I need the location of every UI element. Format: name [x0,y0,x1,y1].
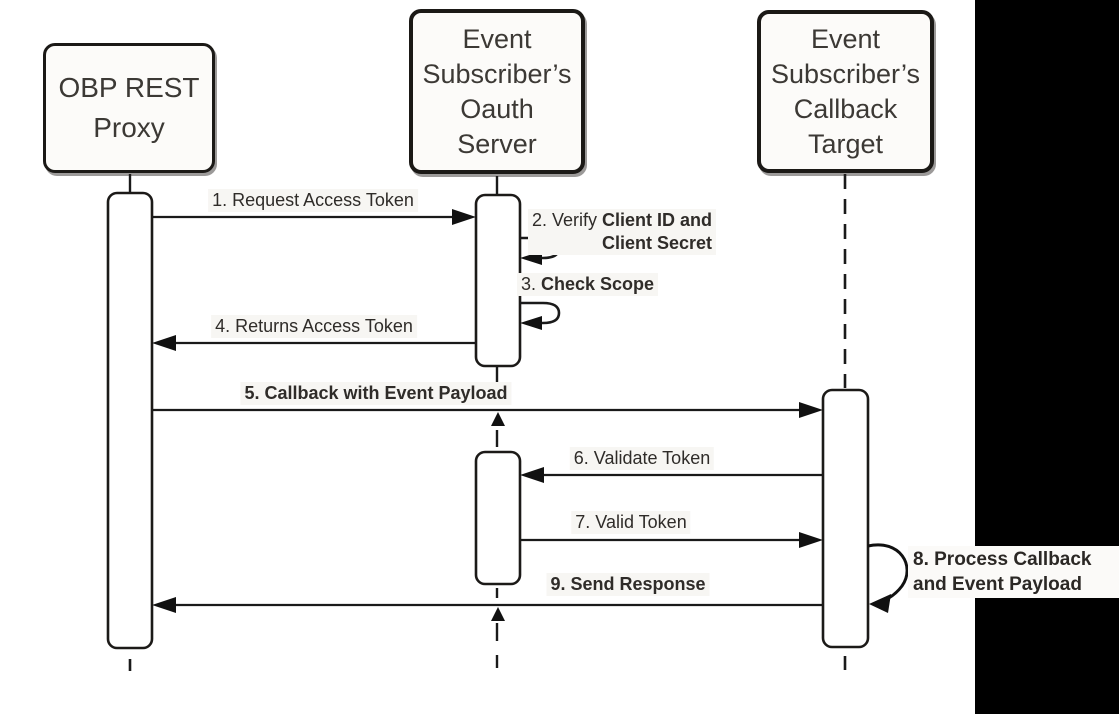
message-label-2-prefix: 2. Verify [532,210,603,230]
lifeline-cross-up-arrow-icon [491,412,505,426]
arrowhead-left-icon [869,594,891,613]
actor-label-line: Event [462,23,532,54]
activation-bar-callback [821,388,870,649]
message-label-6: 6. Validate Token [569,447,715,470]
arrowhead-left-icon [520,467,544,483]
activation-bar-proxy [106,191,154,650]
arrowhead-right-icon [799,532,823,548]
actor-label-line: Callback [793,93,898,124]
lifeline-cross-up-arrow-icon [491,607,505,621]
activation-bar-oauth-2 [474,450,522,586]
message-8-label-band: 8. Process Callback and Event Payload [908,546,1119,598]
arrowhead-left-icon [152,335,176,351]
self-message-arc-8 [867,543,909,605]
arrowhead-left-icon [152,597,176,613]
actor-label-line: Target [807,128,884,159]
message-label-8-line1: 8. Process Callback [913,549,1092,570]
arrowhead-left-icon [520,316,542,330]
self-message-loop-3 [520,301,561,325]
actor-label-line: OBP REST [58,72,200,103]
actor-box-obp-rest-proxy: OBP REST Proxy [43,43,215,173]
message-label-3: 3. Check Scope [517,273,659,296]
actor-label-line: Server [457,128,537,159]
message-label-1: 1. Request Access Token [208,189,418,212]
actor-box-callback-target: Event Subscriber’s Callback Target [757,10,934,173]
arrowhead-right-icon [799,402,823,418]
message-label-2: 2. Verify Client ID and Client Secret [528,209,717,255]
message-label-9: 9. Send Response [546,573,710,596]
actor-box-oauth-server: Event Subscriber’s Oauth Server [409,9,585,174]
activation-bar-oauth-1 [474,193,522,368]
message-label-8-line2: and Event Payload [913,574,1082,595]
actor-label-line: Subscriber’s [422,58,572,89]
message-label-3-prefix: 3. [521,274,542,294]
message-label-4: 4. Returns Access Token [211,315,417,338]
message-label-2-bold: Client ID and [602,210,713,230]
message-label-5: 5. Callback with Event Payload [240,382,512,405]
actor-label-line: Oauth [460,93,534,124]
actor-label-line: Subscriber’s [770,58,921,89]
actor-label-line: Proxy [93,112,165,143]
actor-label-line: Event [810,23,881,54]
message-label-7: 7. Valid Token [571,511,691,534]
arrowhead-right-icon [452,209,476,225]
message-label-2-line2: Client Secret [602,233,713,253]
message-label-3-bold: Check Scope [541,274,655,294]
